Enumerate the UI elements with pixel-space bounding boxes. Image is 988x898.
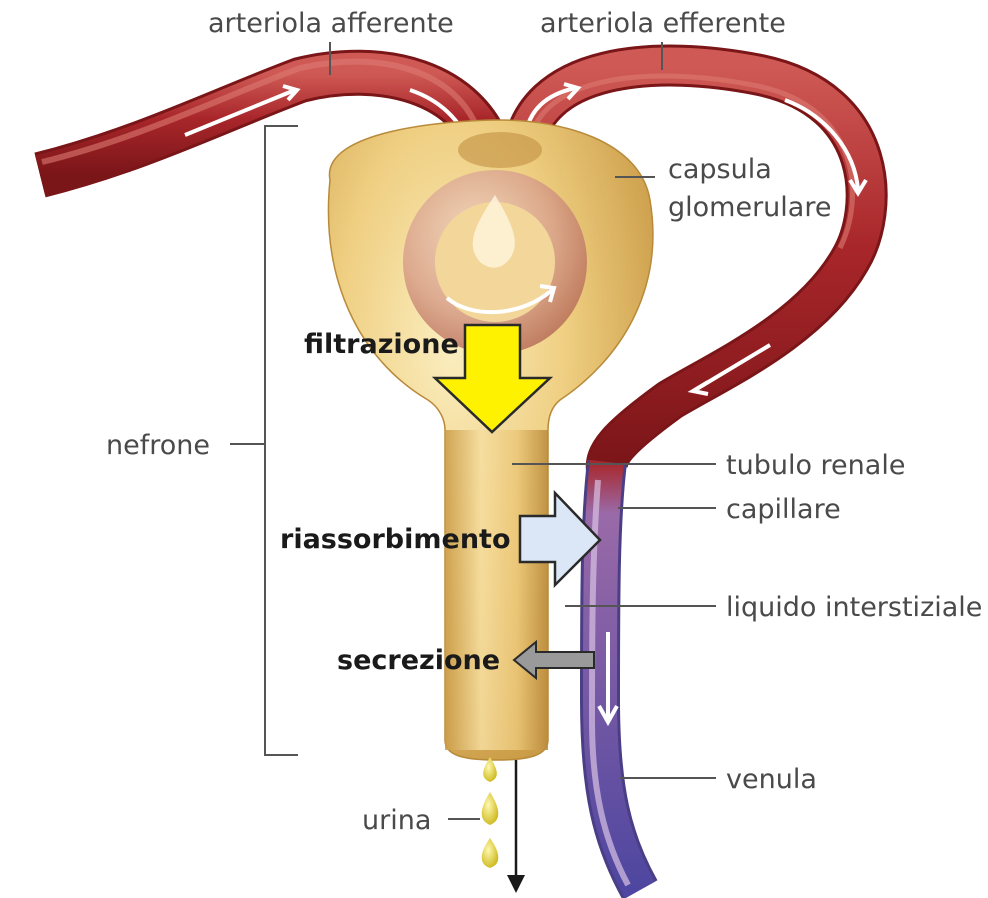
label-tubulo-renale: tubulo renale — [726, 450, 905, 481]
nephron-bracket — [230, 126, 298, 755]
label-capsula: capsula — [668, 154, 772, 185]
label-venula: venula — [726, 764, 817, 795]
label-arteriola-efferente: arteriola efferente — [540, 8, 786, 39]
urine-output-arrow — [507, 760, 525, 893]
label-capillare: capillare — [726, 494, 841, 525]
label-nefrone: nefrone — [106, 430, 210, 461]
label-riassorbimento: riassorbimento — [280, 524, 511, 555]
label-arteriola-afferente: arteriola afferente — [208, 8, 454, 39]
label-glomerulare: glomerulare — [668, 192, 831, 223]
label-liquido-interstiziale: liquido interstiziale — [726, 592, 982, 623]
capillary-venule — [592, 462, 640, 890]
label-secrezione: secrezione — [337, 645, 500, 676]
label-urina: urina — [362, 805, 431, 836]
label-filtrazione: filtrazione — [304, 329, 459, 360]
urine-drops — [482, 757, 499, 868]
